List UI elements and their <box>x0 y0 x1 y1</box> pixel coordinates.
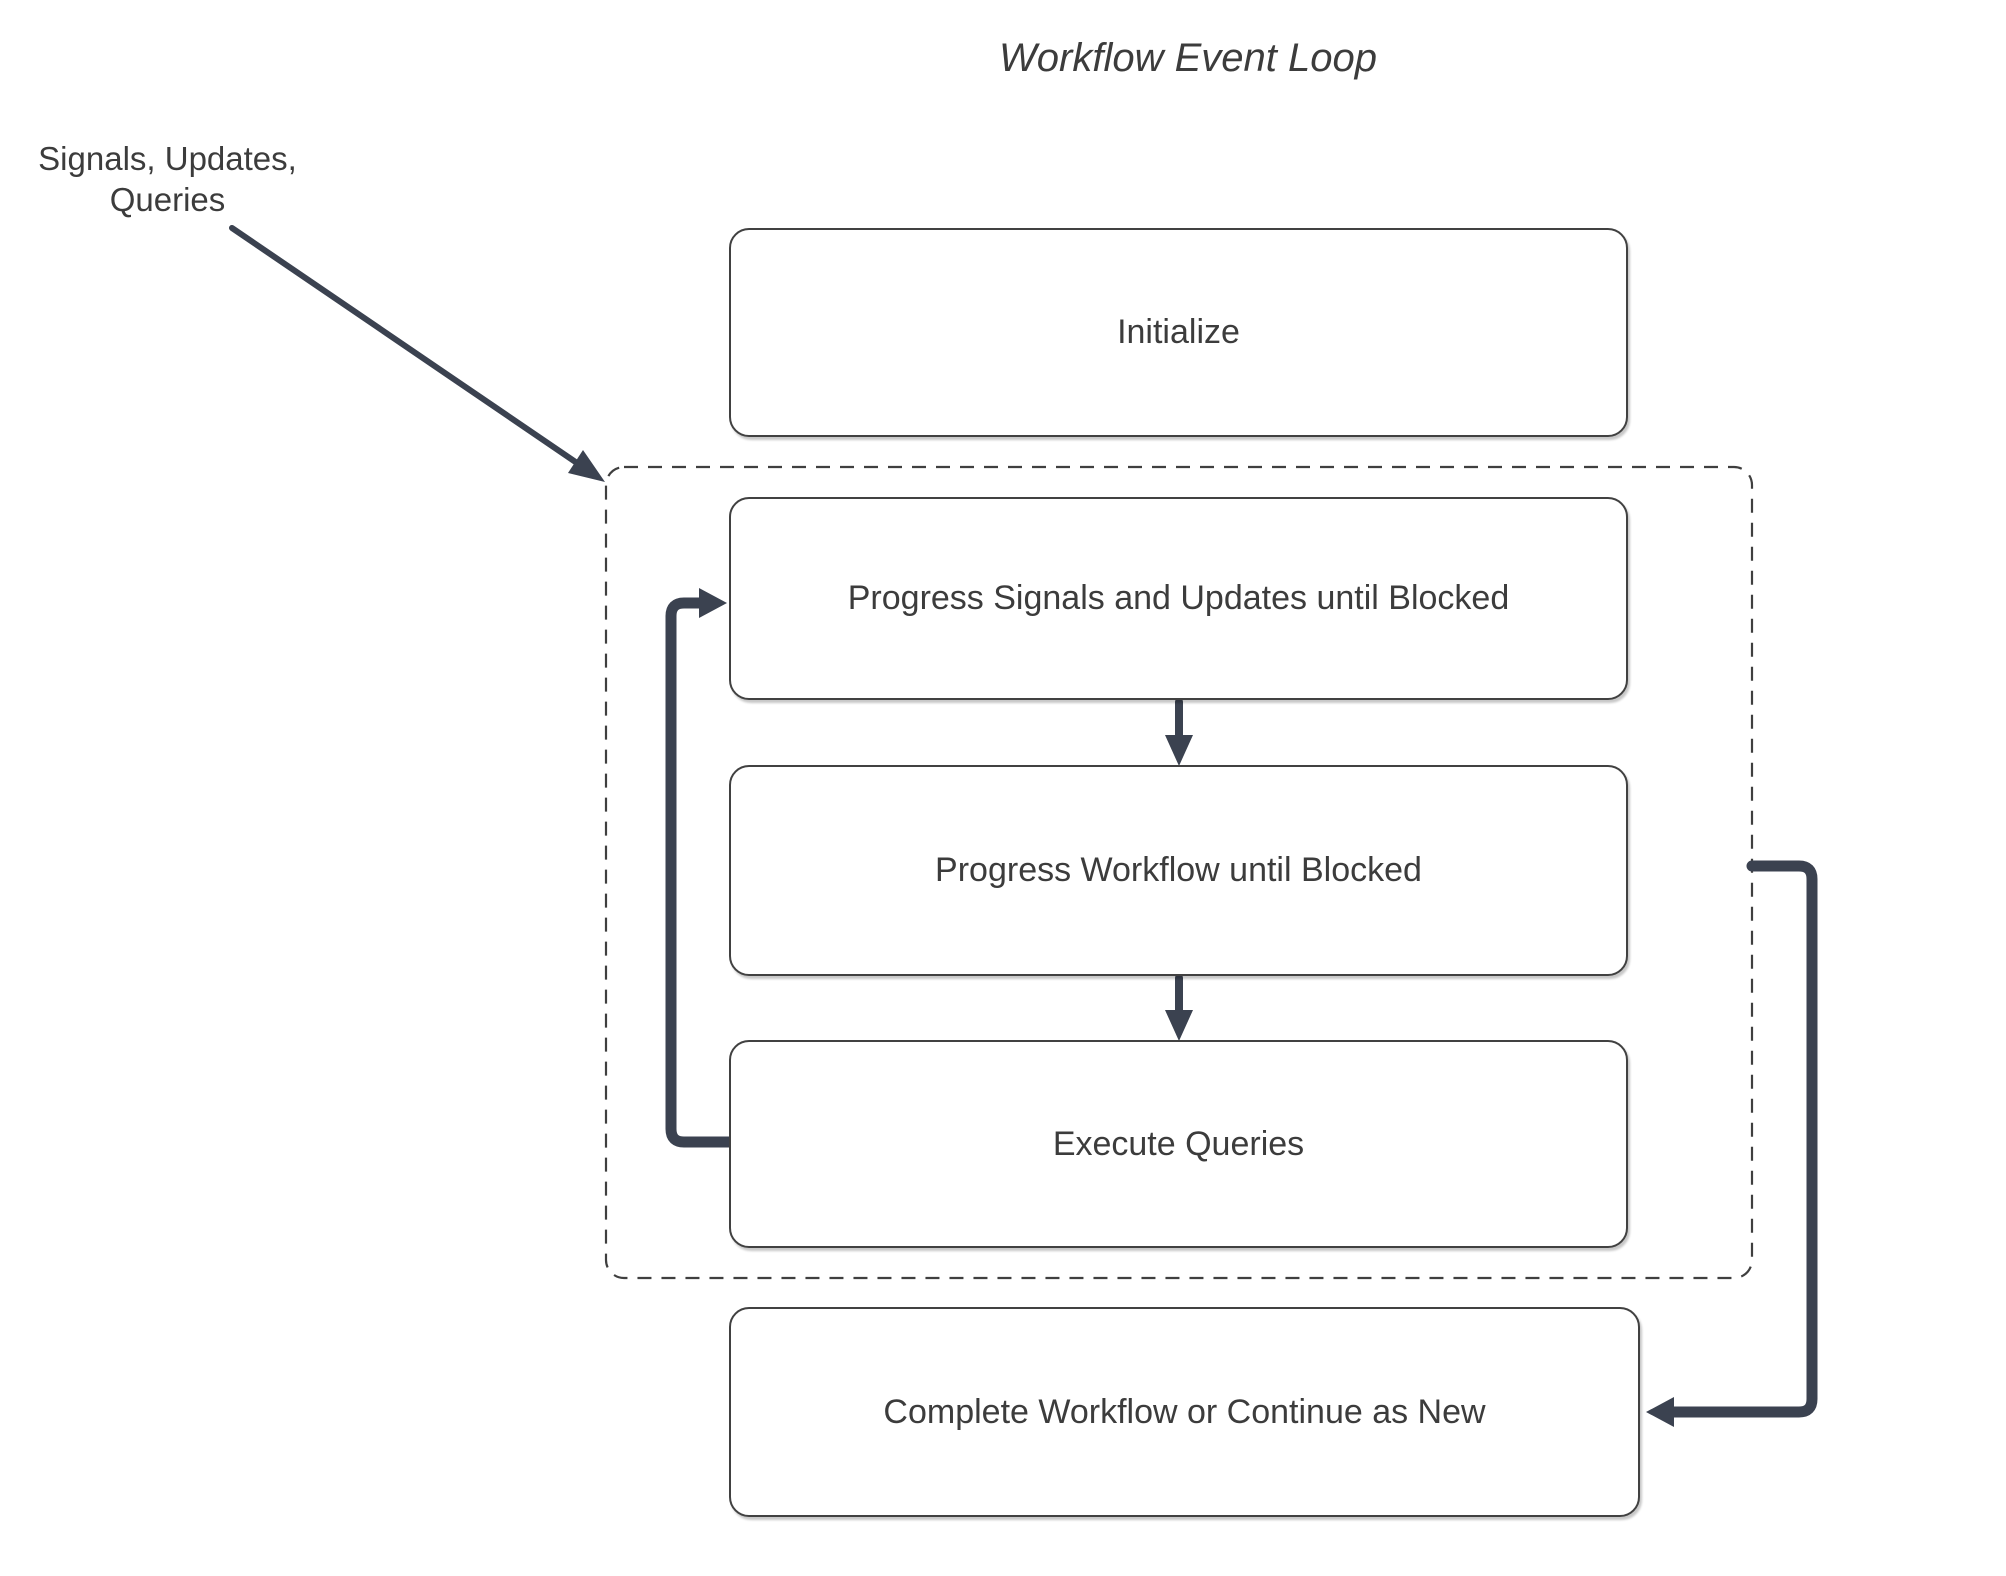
node-progress-signals-and-updates: Progress Signals and Updates until Block… <box>729 497 1628 700</box>
loop-back-arrow-line <box>665 597 735 1148</box>
loop-back-arrowhead <box>699 588 727 618</box>
node-execute-queries: Execute Queries <box>729 1040 1628 1248</box>
exit-loop-arrowhead <box>1646 1397 1674 1427</box>
annotation-line-2: Queries <box>109 181 226 218</box>
node-initialize: Initialize <box>729 228 1628 437</box>
signals-updates-queries-label: Signals, Updates, Queries <box>25 138 310 220</box>
node-execute-queries-label: Execute Queries <box>1052 1124 1305 1163</box>
exit-loop-arrow-line <box>1668 860 1818 1418</box>
node-initialize-label: Initialize <box>1117 313 1240 351</box>
workflow-to-queries-arrowhead <box>1165 1010 1193 1041</box>
annotation-line-1: Signals, Updates, <box>38 140 297 177</box>
diagram-title: Workflow Event Loop <box>999 36 1377 80</box>
node-progress-signals-label: Progress Signals and Updates until Block… <box>847 579 1510 617</box>
node-complete-workflow-label: Complete Workflow or Continue as New <box>883 1392 1486 1431</box>
event-loop-dashed-container <box>604 465 1754 1280</box>
node-progress-workflow-label: Progress Workflow until Blocked <box>935 851 1422 889</box>
signals-input-arrow-line <box>229 225 580 466</box>
node-complete-workflow: Complete Workflow or Continue as New <box>729 1307 1640 1517</box>
node-progress-workflow: Progress Workflow until Blocked <box>729 765 1628 976</box>
signals-input-arrowhead <box>568 450 605 482</box>
signals-to-workflow-arrowhead <box>1165 735 1193 766</box>
